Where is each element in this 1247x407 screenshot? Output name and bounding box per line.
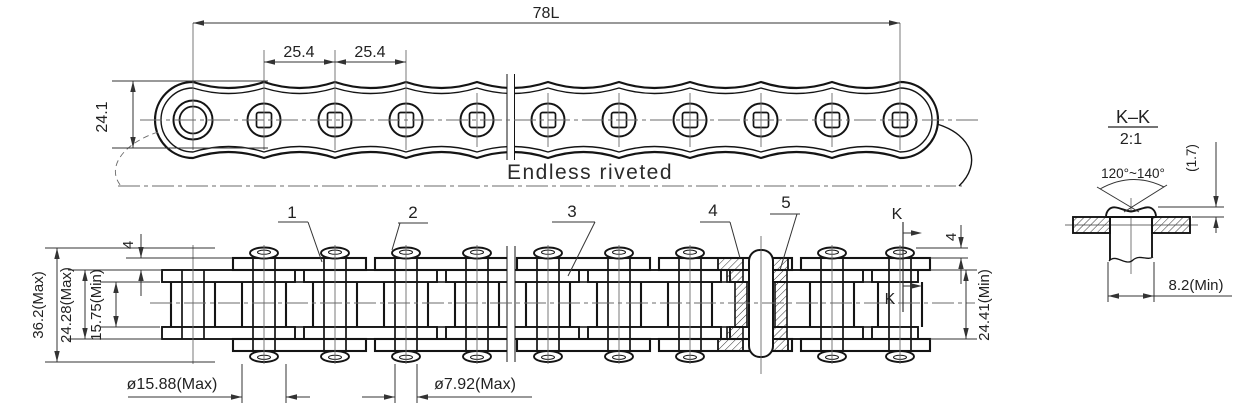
- dim-rivet-head-height: [1158, 142, 1224, 233]
- pitch-right-label: 25.4: [354, 44, 385, 61]
- dim-inner-link-width: [68, 269, 162, 340]
- section-letter-mid: K: [885, 291, 896, 308]
- detail-scale: 2:1: [1120, 131, 1142, 148]
- rivet-protrusion-label: 4: [943, 233, 960, 241]
- plate-section-left: [1072, 216, 1111, 234]
- detail-centerlines: [1065, 198, 1198, 274]
- endless-loop-right-arc: [936, 123, 973, 187]
- endless-riveted-note: Endless riveted: [507, 161, 673, 184]
- top-pin-centerlines: [192, 23, 901, 150]
- callout-5: 5: [781, 193, 790, 212]
- dim-rivet-spread: [1107, 262, 1232, 302]
- dim-plate-height: [112, 80, 268, 149]
- rivet-detail-view: [1072, 126, 1232, 302]
- dim-roller-diameter: [128, 364, 310, 403]
- chain-elevation-view: [153, 72, 940, 164]
- plate-section-right: [1151, 216, 1191, 234]
- dim-overall-width: [45, 247, 215, 363]
- callout-3: 3: [567, 202, 576, 221]
- dim-plate-offset-left: [126, 234, 232, 296]
- pin-diameter-label: ø7.92(Max): [434, 376, 516, 393]
- pitch-left-label: 25.4: [283, 44, 314, 61]
- rivet-angle-construction: [1096, 178, 1168, 213]
- pin-break-line: [1108, 256, 1154, 263]
- first-pin-section: [169, 270, 217, 339]
- dim-inner-width: [100, 281, 160, 328]
- callout-leaders: [278, 213, 800, 277]
- overall-width-label: 36.2(Max): [30, 271, 47, 339]
- outer-plate-inner-width-label: 24.41(Min): [976, 269, 993, 341]
- section-letter-top: K: [892, 206, 903, 223]
- rivet-spread-label: 8.2(Min): [1168, 277, 1223, 294]
- dim-pitch: [264, 59, 406, 65]
- dim-outer-plate-inner-width: [930, 269, 977, 340]
- dim-pin-diameter: [362, 364, 532, 403]
- endless-loop-left-arc: [115, 131, 159, 187]
- labels: 78L 25.4 25.4 24.1 Endless riveted 1 2 3…: [30, 5, 1224, 393]
- dim-rivet-protrusion-right: [916, 225, 968, 284]
- pins-and-rollers-section: [169, 256, 924, 353]
- callout-1: 1: [287, 203, 296, 222]
- inner-width-label: 15.75(Min): [88, 269, 105, 341]
- plate-height-label: 24.1: [94, 101, 111, 132]
- detail-title: K–K: [1116, 107, 1150, 127]
- chain-section-view: [161, 242, 932, 366]
- callout-2: 2: [408, 203, 417, 222]
- break-lines-top: [506, 72, 515, 164]
- roller-diameter-label: ø15.88(Max): [127, 376, 218, 393]
- plate-offset-label: 4: [120, 241, 137, 249]
- rivet-angle-label: 120°~140°: [1101, 166, 1165, 181]
- dimensions: [45, 20, 977, 403]
- callout-4: 4: [708, 201, 717, 220]
- chain-plates-inner-profile: [160, 87, 933, 153]
- dim-78l: [193, 20, 900, 26]
- rivet-head-height-label: (1.7): [1184, 144, 1199, 172]
- pin-section: [1105, 206, 1157, 263]
- rivet-head: [1105, 206, 1157, 218]
- centerlines: [115, 23, 1198, 374]
- inner-link-width-label: 24.28(Max): [58, 267, 75, 343]
- length-dimension-label: 78L: [533, 5, 560, 22]
- section-pin-centerlines: [192, 236, 901, 374]
- break-lines-bottom: [506, 242, 516, 366]
- section-cut-k: [902, 222, 922, 312]
